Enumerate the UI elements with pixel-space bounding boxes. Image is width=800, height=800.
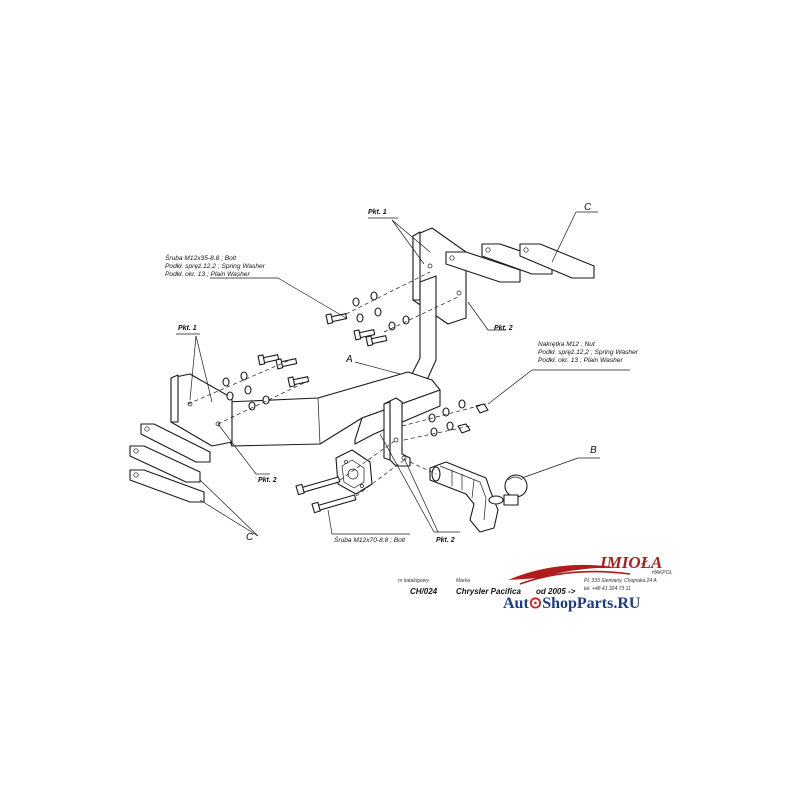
note-bolt70: Śruba M12x70-8.8 ; Bolt bbox=[334, 535, 406, 544]
since-value: od 2005 -> bbox=[536, 587, 576, 596]
note-bolt-line3: Podkł. okr. 13 ; Plain Washer bbox=[165, 271, 250, 278]
callout-c-top: C bbox=[584, 202, 592, 213]
watermark-text: Aut⊙ShopParts.RU bbox=[503, 595, 641, 612]
model-number: CH/024 bbox=[410, 587, 438, 596]
callout-b: B bbox=[590, 445, 597, 456]
note-nut-line2: Podkł. spręż.12,2 ; Spring Washer bbox=[538, 349, 639, 356]
note-nut-line3: Podkł. okr. 13 ; Plain Washer bbox=[538, 357, 623, 364]
note-nut-line1: Nakrętka M12 ; Nut bbox=[538, 341, 596, 348]
address-line1: PL 333 Siemiany, Chojnaka 24 A bbox=[584, 578, 657, 584]
watermark-part1: Aut bbox=[503, 595, 529, 612]
strap-set-c-left bbox=[129, 423, 211, 503]
model-caption: nr katalogowy bbox=[398, 578, 429, 584]
title-block: nr katalogowy CH/024 Marka Chrysler Paci… bbox=[398, 578, 657, 596]
watermark: Aut⊙ShopParts.RU bbox=[503, 595, 641, 612]
address-line2: tel. +48 41 324 73 11 bbox=[584, 586, 631, 592]
watermark-part2: ShopParts.RU bbox=[542, 595, 641, 612]
logo-name: IMIOŁA bbox=[599, 553, 662, 572]
callout-pkt2-bottom: Pkt. 2 bbox=[436, 537, 455, 544]
callout-pkt1-left: Pkt. 1 bbox=[178, 325, 197, 332]
callout-pkt2-top: Pkt. 2 bbox=[494, 325, 513, 332]
logo-swoosh bbox=[508, 564, 620, 580]
callout-pkt1-top: Pkt. 1 bbox=[368, 209, 387, 216]
socket-plate bbox=[335, 449, 373, 495]
logo-sub: HAKPOL bbox=[652, 570, 673, 576]
bolt-stack-top bbox=[325, 271, 461, 347]
nut-stack-right bbox=[401, 399, 489, 441]
crossbar-a bbox=[170, 227, 467, 447]
note-bolt-line2: Podkł. spręż.12,2 ; Spring Washer bbox=[165, 263, 266, 270]
make-caption: Marka bbox=[456, 578, 470, 584]
callout-pkt2-left: Pkt. 2 bbox=[258, 477, 277, 484]
imiola-logo: IMIOŁA HAKPOL bbox=[508, 553, 673, 585]
note-bolt-line1: Śruba M12x35-8.8 ; Bolt bbox=[165, 253, 237, 262]
callout-a: A bbox=[345, 354, 353, 365]
strap-set-c-top bbox=[445, 243, 595, 283]
ball-arm-b bbox=[409, 461, 528, 533]
bolt-stack-left bbox=[187, 354, 310, 425]
callout-c-bottom: C bbox=[246, 532, 254, 543]
leader-lines bbox=[176, 211, 630, 537]
make-value: Chrysler Pacifica bbox=[456, 587, 521, 596]
watermark-o: ⊙ bbox=[529, 595, 542, 612]
